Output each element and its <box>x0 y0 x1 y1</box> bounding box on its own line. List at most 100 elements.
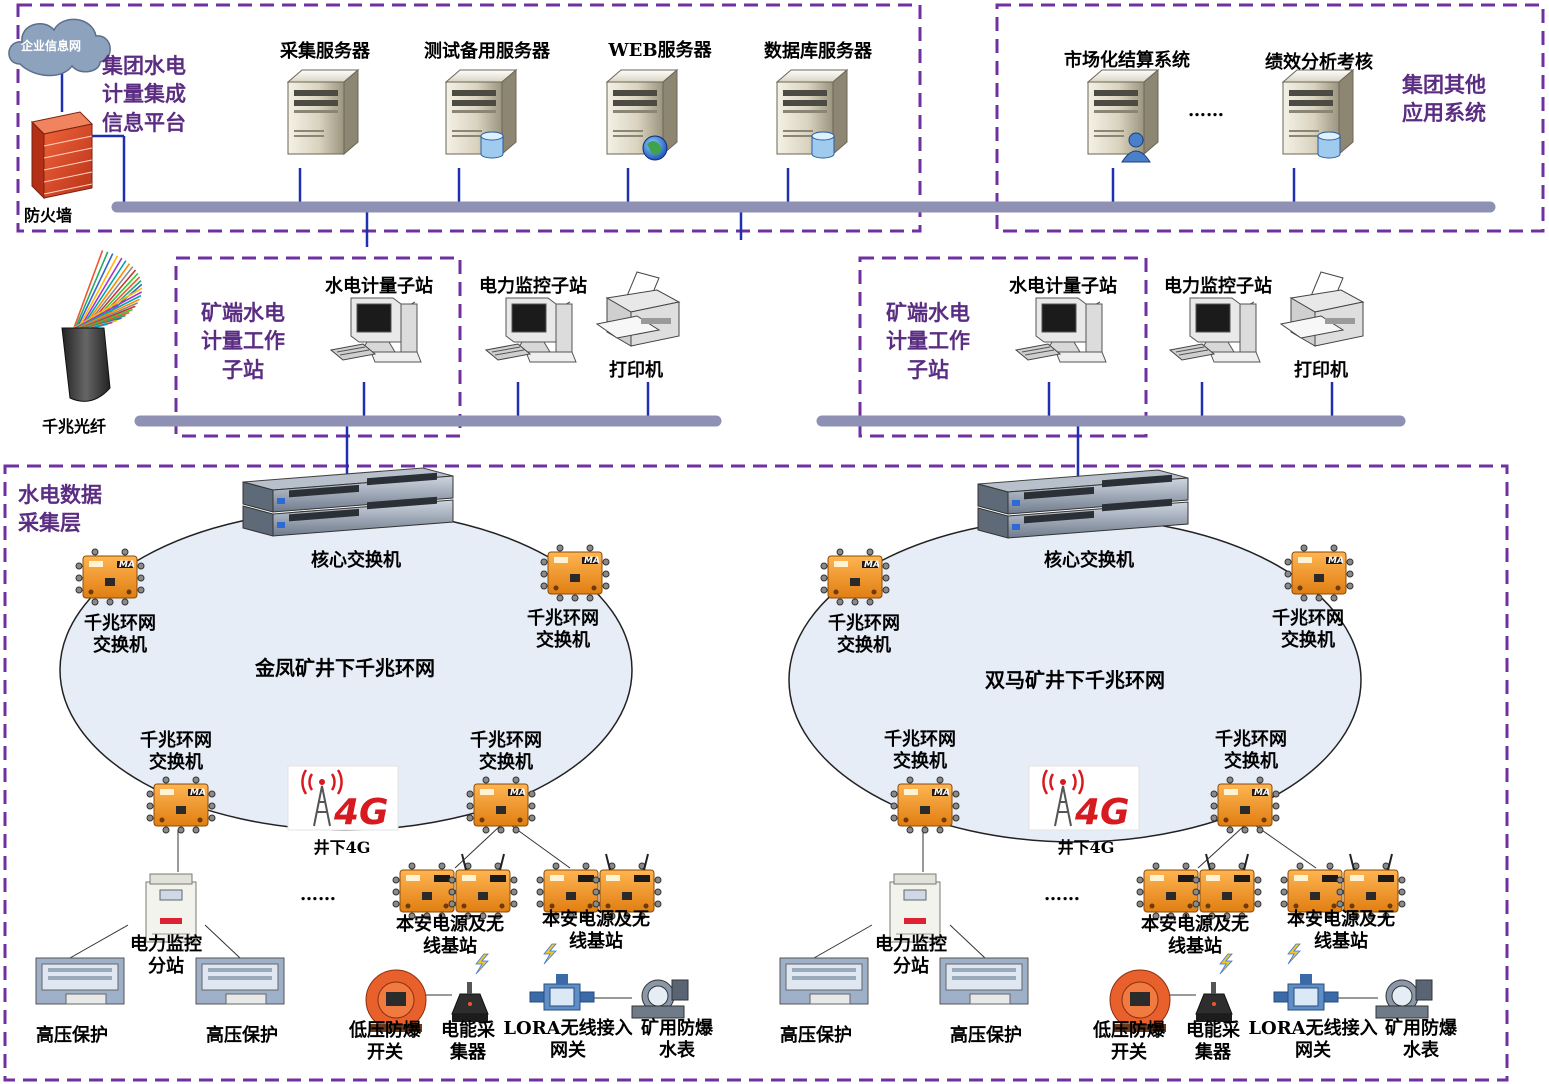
wireless-signal-icon <box>1287 943 1301 965</box>
energy-collector-icon <box>451 981 489 1023</box>
ma-badge: MA <box>934 788 950 798</box>
switch-box <box>890 776 960 834</box>
switch-box <box>146 776 216 834</box>
ring-1-hv-label: 高压保护 <box>206 1025 278 1046</box>
firewall-icon <box>30 111 94 200</box>
server-label-collect: 采集服务器 <box>280 41 370 62</box>
lte-badge: 4G <box>1074 792 1130 833</box>
ring-1-base-station-label: 本安电源及无线基站 <box>542 909 650 952</box>
switch-box <box>540 544 610 602</box>
user-icon <box>1128 132 1144 148</box>
server-body <box>606 69 678 155</box>
substation-1-title: 矿端水电 计量工作 子站 <box>201 300 285 382</box>
hv-protection-device-icon <box>939 957 1029 1005</box>
ring-switch-icon: MA <box>146 776 216 834</box>
substation-1-power-label: 电力监控子站 <box>479 276 587 297</box>
substation-1-printer-label: 打印机 <box>609 360 663 381</box>
wireless-signal-icon <box>543 943 557 965</box>
desktop-pc-icon <box>485 297 577 363</box>
switch-box <box>820 548 890 606</box>
ring-2-lora-label: LORA无线接入网关 <box>1248 1018 1378 1061</box>
ring-1-power-station-label: 电力监控分站 <box>130 934 202 977</box>
hv-protection-device-icon <box>779 957 869 1005</box>
desktop-pc-icon <box>1015 297 1107 363</box>
lte-badge: 4G <box>333 792 389 833</box>
energy-collector-icon <box>1195 981 1233 1023</box>
field-link-line <box>1197 825 1245 869</box>
ring-1-lora-label: LORA无线接入网关 <box>503 1018 633 1061</box>
wireless-signal-icon <box>475 953 489 975</box>
server-label-web: WEB服务器 <box>608 40 712 61</box>
acquisition-frame <box>3 464 1509 1082</box>
field-link-line <box>454 825 501 869</box>
ring-2-hv-label: 高压保护 <box>950 1025 1022 1046</box>
ring-2-switch-label: 千兆环网交换机 <box>884 729 956 772</box>
printer-icon <box>1280 271 1364 347</box>
server-label-database: 数据库服务器 <box>764 41 872 62</box>
server-icon <box>776 69 848 159</box>
server-label-market: 市场化结算系统 <box>1064 50 1190 71</box>
wireless-base-station-icon <box>1192 853 1262 920</box>
fiber-label: 千兆光纤 <box>42 417 107 436</box>
ring-1-switch-label: 千兆环网交换机 <box>84 613 156 656</box>
ring-1-water-label: 矿用防爆水表 <box>641 1018 713 1061</box>
server-icon <box>1282 69 1354 159</box>
lte-4g-icon: 4G <box>286 764 400 833</box>
ring-switch-icon: MA <box>540 544 610 602</box>
wireless-base-station-icon <box>592 853 662 920</box>
ring-2-name: 双马矿井下千兆环网 <box>985 668 1165 692</box>
ring-2-hv-label: 高压保护 <box>780 1025 852 1046</box>
ma-badge: MA <box>190 788 206 798</box>
ring-2-core-label: 核心交换机 <box>1044 550 1134 571</box>
group-apps-frame <box>995 3 1545 233</box>
firewall-label: 防火墙 <box>24 206 73 225</box>
group-apps-title: 集团其他 应用系统 <box>1402 72 1486 126</box>
server-icon <box>1087 69 1159 163</box>
ring-switch-icon: MA <box>1284 544 1354 602</box>
ma-badge: MA <box>584 556 600 566</box>
ring-2-base-station-label: 本安电源及无线基站 <box>1141 914 1249 957</box>
power-monitor-station-icon <box>889 873 941 943</box>
substation-2-power-label: 电力监控子站 <box>1164 276 1272 297</box>
ma-badge: MA <box>1254 788 1270 798</box>
ring-switch-icon: MA <box>890 776 960 834</box>
platform-title: 集团水电 计量集成 信息平台 <box>102 53 186 135</box>
water-meter-icon <box>1375 979 1433 1019</box>
ring-1-name: 金凤矿井下千兆环网 <box>255 656 435 680</box>
ring-1-lv-switch-label: 低压防爆开关 <box>349 1020 421 1063</box>
field-link-line <box>1255 825 1317 869</box>
acquisition-title: 水电数据 采集层 <box>18 482 102 536</box>
server-label-backup: 测试备用服务器 <box>424 41 550 62</box>
field-link-line <box>511 825 571 869</box>
substation-2-hydro-label: 水电计量子站 <box>1009 276 1117 297</box>
server-label-performance: 绩效分析考核 <box>1265 52 1373 73</box>
ring-2-switch-label: 千兆环网交换机 <box>1215 729 1287 772</box>
ring-1-core-label: 核心交换机 <box>311 550 401 571</box>
ring-2-base-station-label: 本安电源及无线基站 <box>1287 909 1395 952</box>
ring-2-ellipsis: …… <box>1044 884 1080 905</box>
wireless-base-station-icon <box>448 853 518 920</box>
cloud-icon <box>8 18 111 77</box>
ring-2-switch-label: 千兆环网交换机 <box>1272 608 1344 651</box>
ring-2-power-station-label: 电力监控分站 <box>875 934 947 977</box>
switch-box <box>75 548 145 606</box>
ring-2-switch-label: 千兆环网交换机 <box>828 613 900 656</box>
box <box>1192 862 1262 920</box>
ring-switch-icon: MA <box>1210 776 1280 834</box>
server-body <box>1087 69 1159 155</box>
field-link-line <box>204 924 241 959</box>
wireless-base-station-icon <box>1336 853 1406 920</box>
printer-icon <box>596 271 680 347</box>
lora-gateway-icon <box>1273 973 1339 1011</box>
switch-box <box>1284 544 1354 602</box>
ring-2-water-label: 矿用防爆水表 <box>1385 1018 1457 1061</box>
ring-1-switch-label: 千兆环网交换机 <box>470 730 542 773</box>
wireless-signal-icon <box>1219 953 1233 975</box>
switch-box <box>466 776 536 834</box>
server-icon <box>606 69 678 161</box>
ma-badge: MA <box>864 560 880 570</box>
power-monitor-station-icon <box>145 873 197 943</box>
ring-switch-icon: MA <box>75 548 145 606</box>
hv-protection-device-icon <box>35 957 125 1005</box>
